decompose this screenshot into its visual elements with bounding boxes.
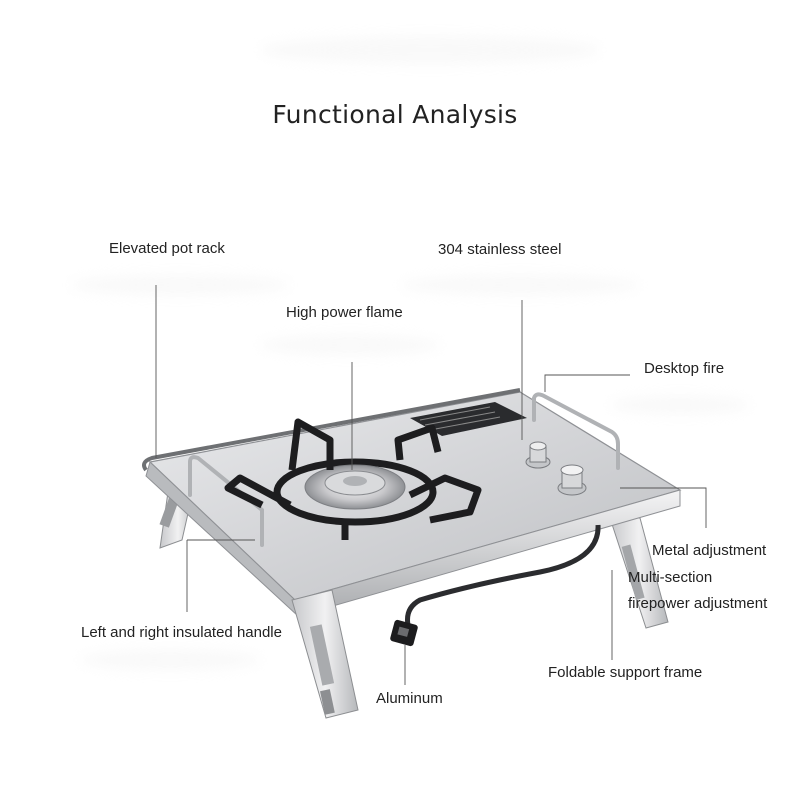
leader-desktop-fire [544, 374, 630, 392]
gas-hose [390, 524, 601, 647]
leader-lines [155, 285, 707, 685]
label-firepower-adjustment: firepower adjustment [628, 595, 768, 612]
label-desktop-fire: Desktop fire [644, 360, 725, 377]
background-haze [70, 36, 750, 670]
label-foldable-frame: Foldable support frame [548, 664, 703, 681]
label-elevated-pot-rack: Elevated pot rack [109, 240, 225, 257]
front-left-leg [291, 589, 359, 719]
right-handle [532, 392, 620, 470]
leader-metal-adjustment [620, 487, 707, 528]
label-stainless-steel: 304 stainless steel [438, 241, 562, 258]
control-knobs [525, 441, 587, 496]
label-insulated-handle: Left and right insulated handle [81, 624, 282, 641]
info-plate [410, 402, 527, 436]
page-title: Functional Analysis [272, 100, 518, 129]
pot-support-arms [224, 418, 482, 540]
burner [273, 458, 437, 526]
label-high-power-flame: High power flame [286, 304, 403, 321]
label-aluminum: Aluminum [376, 690, 443, 707]
label-multi-section: Multi-section [628, 569, 713, 586]
left-handle [188, 455, 264, 547]
label-metal-adjustment: Metal adjustment [652, 542, 767, 559]
